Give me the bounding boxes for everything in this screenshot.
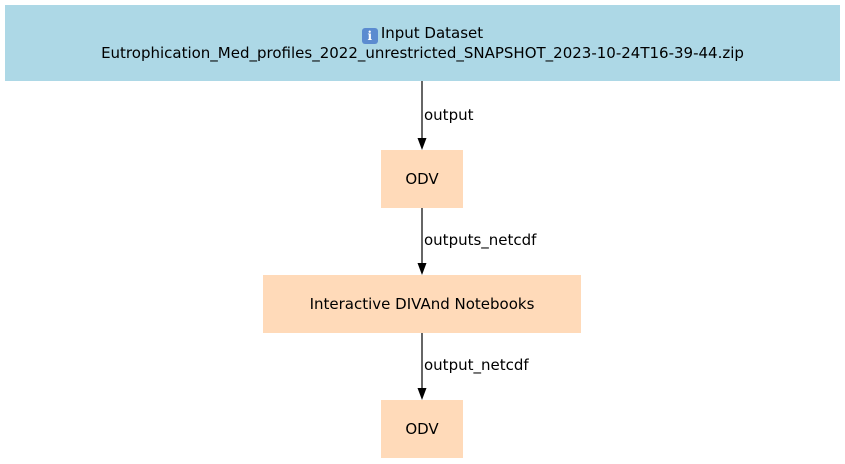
divand-notebooks-label: Interactive DIVAnd Notebooks: [309, 294, 535, 313]
arrowhead: [417, 138, 427, 150]
input-dataset-title: Input Dataset: [380, 23, 484, 42]
odv-node-1-label: ODV: [405, 169, 439, 188]
edge-label-output: output: [424, 106, 474, 124]
edge-label-outputs-netcdf: outputs_netcdf: [424, 231, 537, 249]
arrowhead: [417, 388, 427, 400]
edge-label-output-netcdf: output_netcdf: [424, 356, 529, 374]
divand-notebooks-node[interactable]: Interactive DIVAnd Notebooks: [263, 275, 581, 333]
odv-node-2-label: ODV: [405, 419, 439, 438]
odv-node-1[interactable]: ODV: [381, 150, 463, 208]
arrowhead: [417, 263, 427, 275]
input-dataset-filename: Eutrophication_Med_profiles_2022_unrestr…: [101, 43, 744, 62]
odv-node-2[interactable]: ODV: [381, 400, 463, 458]
edge-input-to-odv1: [417, 81, 427, 150]
info-icon: i: [361, 27, 378, 44]
edge-odv1-to-divand: [417, 208, 427, 275]
edge-divand-to-odv2: [417, 333, 427, 400]
